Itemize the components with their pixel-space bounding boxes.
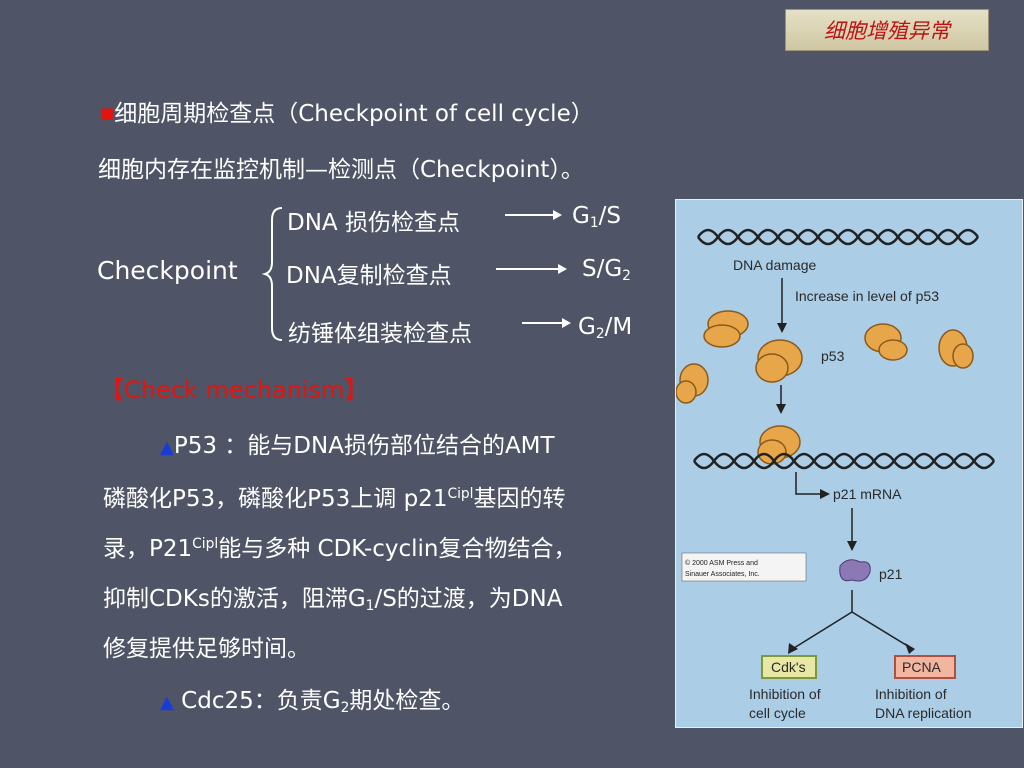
- copyright-text: Sinauer Associates, Inc.: [685, 571, 760, 578]
- cdks-box: [761, 655, 817, 679]
- p53-line: 磷酸化P53，磷酸化P53上调 p21Cipl基因的转: [103, 486, 566, 512]
- dna-helix-icon: [696, 228, 980, 246]
- mechanism-title: 【Check mechanism】: [100, 376, 369, 404]
- p53-pathway-diagram: DNA damage Increase in level of p53 p53 …: [676, 228, 996, 721]
- copyright-text: © 2000 ASM Press and: [685, 559, 758, 567]
- increase-label: Increase in level of p53: [795, 288, 939, 304]
- p53-line: ▲P53 ：能与DNA损伤部位结合的AMT: [160, 433, 555, 459]
- p21-label: p21: [879, 566, 903, 582]
- arrow-right-icon: [496, 264, 567, 274]
- checkpoint-row-phase: G2/M: [578, 314, 633, 342]
- p53-line: 抑制CDKs的激活，阻滞G1/S的过渡，为DNA: [103, 586, 563, 614]
- inhibition-cycle-label: Inhibition of: [749, 686, 821, 702]
- inhibition-dna-label: DNA replication: [875, 705, 972, 721]
- checkpoint-row-name: 纺锤体组装检查点: [288, 321, 472, 347]
- p53-pathway-figure: DNA damage Increase in level of p53 p53 …: [675, 199, 1023, 728]
- inhibition-dna-label: Inhibition of: [875, 686, 947, 702]
- checkpoint-label: Checkpoint: [97, 256, 238, 285]
- triangle-bullet-icon: ▲: [160, 437, 174, 458]
- checkpoint-row-phase: S/G2: [582, 256, 631, 284]
- p53-line: 录，P21Cipl能与多种 CDK-cyclin复合物结合，: [103, 536, 577, 562]
- p53-label: p53: [821, 348, 845, 364]
- brace-icon: [262, 207, 283, 341]
- arrow-right-icon: [522, 318, 571, 328]
- checkpoint-row-name: DNA复制检查点: [286, 263, 452, 289]
- heading-text: 细胞周期检查点（Checkpoint of cell cycle）: [114, 101, 594, 127]
- pcna-box: [894, 655, 956, 679]
- checkpoint-row-phase: G1/S: [572, 203, 621, 231]
- pcna-label: PCNA: [902, 659, 942, 675]
- p21-protein-icon: [839, 559, 871, 582]
- section-badge: 细胞增殖异常: [785, 9, 989, 51]
- p53-protein-icon: [676, 310, 974, 465]
- cdc25-line: ▲ Cdc25：负责G2期处检查。: [160, 688, 465, 716]
- inhibition-cycle-label: cell cycle: [749, 705, 806, 721]
- cdks-label: Cdk's: [771, 659, 806, 675]
- intro-text: 细胞内存在监控机制—检测点（Checkpoint）。: [98, 157, 584, 183]
- p53-line: 修复提供足够时间。: [103, 636, 310, 662]
- page-heading: ■细胞周期检查点（Checkpoint of cell cycle）: [100, 94, 594, 128]
- dna-damage-label: DNA damage: [733, 257, 816, 273]
- arrow-right-icon: [505, 210, 562, 220]
- p21-mrna-label: p21 mRNA: [833, 486, 902, 502]
- triangle-bullet-icon: ▲: [160, 692, 174, 713]
- dna-helix-icon: [692, 452, 996, 470]
- checkpoint-row-name: DNA 损伤检查点: [287, 210, 460, 236]
- square-bullet-icon: ■: [100, 104, 115, 122]
